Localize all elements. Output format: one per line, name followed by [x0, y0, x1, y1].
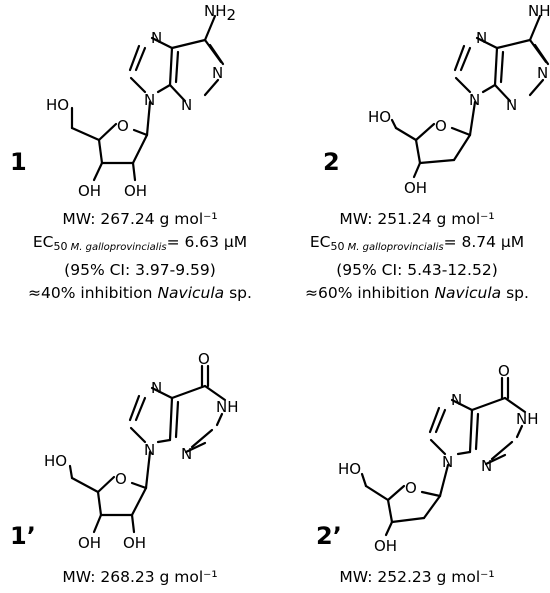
atom-ring-o: O — [435, 117, 447, 135]
atom-n7: N — [151, 29, 162, 47]
atom-n9: N — [144, 91, 155, 109]
atom-oh-2: OH — [123, 534, 146, 552]
structure-compound-1: N N N N NH2 O HO OH OH — [46, 2, 236, 200]
compound-1-ci: (95% CI: 3.97-9.59) — [64, 261, 216, 279]
compound-label-1: 1 — [10, 148, 27, 176]
atom-n9: N — [442, 453, 453, 471]
atom-n3: N — [181, 96, 192, 114]
atom-oh-3: OH — [78, 182, 101, 200]
compound-label-2: 2 — [323, 148, 340, 176]
structure-compound-2-prime: O N NH N N O HO OH — [338, 362, 539, 555]
atom-n3: N — [181, 445, 192, 463]
compound-label-1-prime: 1’ — [10, 522, 36, 550]
compound-2-mw: MW: 251.24 g mol⁻¹ — [339, 210, 495, 228]
atom-o6: O — [198, 350, 210, 368]
atom-n1h: NH — [516, 410, 539, 428]
atom-n7: N — [151, 379, 162, 397]
atom-n7: N — [476, 29, 487, 47]
atom-n1: N — [212, 64, 223, 82]
compound-1-ec50: EC50 M. galloprovincialis= 6.63 µM — [32, 233, 248, 253]
atom-ho-5: HO — [338, 460, 361, 478]
compound-2-ci: (95% CI: 5.43-12.52) — [336, 261, 498, 279]
atom-n9: N — [144, 441, 155, 459]
atom-oh-3: OH — [374, 537, 397, 555]
atom-ho-5: HO — [46, 96, 69, 114]
atom-ho-5: HO — [368, 108, 391, 126]
atom-ring-o: O — [117, 117, 129, 135]
atom-oh-3: OH — [404, 179, 427, 197]
atom-n3: N — [481, 457, 492, 475]
atom-n9: N — [469, 91, 480, 109]
structure-compound-2: N N N N NH2 O HO OH — [368, 2, 550, 197]
compound-2-prime-mw: MW: 252.23 g mol⁻¹ — [339, 568, 495, 586]
atom-o6: O — [498, 362, 510, 380]
compound-1-prime-mw: MW: 268.23 g mol⁻¹ — [62, 568, 218, 586]
atom-oh-2: OH — [124, 182, 147, 200]
atom-n7: N — [451, 391, 462, 409]
atom-nh2: NH2 — [528, 2, 550, 24]
atom-n3: N — [506, 96, 517, 114]
compound-1-info: MW: 267.24 g mol⁻¹ EC50 M. galloprovinci… — [0, 208, 280, 305]
structure-compound-1-prime: O N NH N N O HO OH OH — [44, 350, 239, 552]
compound-1-mw: MW: 267.24 g mol⁻¹ — [62, 210, 218, 228]
atom-ho-5: HO — [44, 452, 67, 470]
atom-n1: N — [537, 64, 548, 82]
compound-1-inhibition: ≈40% inhibition Navicula sp. — [28, 284, 252, 302]
compound-2-prime-info: MW: 252.23 g mol⁻¹ — [277, 566, 550, 589]
atom-ring-o: O — [405, 479, 417, 497]
atom-n1h: NH — [216, 398, 239, 416]
atom-nh2: NH2 — [204, 2, 236, 24]
compound-1-prime-info: MW: 268.23 g mol⁻¹ — [0, 566, 280, 589]
atom-oh-3: OH — [78, 534, 101, 552]
compound-2-inhibition: ≈60% inhibition Navicula sp. — [305, 284, 529, 302]
compound-label-2-prime: 2’ — [316, 522, 342, 550]
atom-ring-o: O — [115, 470, 127, 488]
compound-2-info: MW: 251.24 g mol⁻¹ EC50 M. galloprovinci… — [277, 208, 550, 305]
compound-2-ec50: EC50 M. galloprovincialis= 8.74 µM — [309, 233, 525, 253]
